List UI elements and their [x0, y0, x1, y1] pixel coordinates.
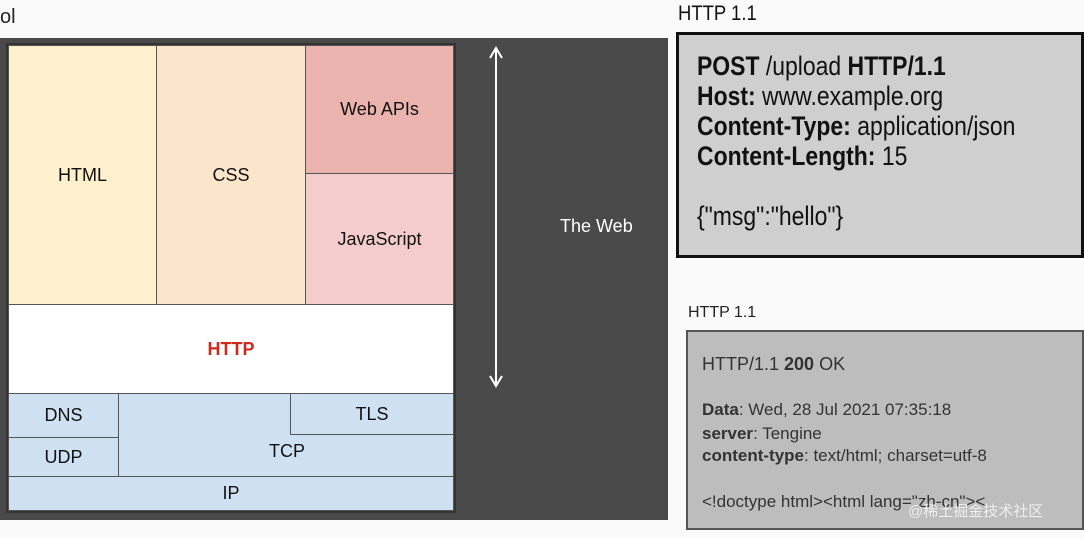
response-title: HTTP 1.1 — [688, 304, 757, 321]
content-length-header: Content-Length: 15 — [697, 141, 908, 171]
html-layer: HTML — [8, 45, 157, 305]
request-line: POST /upload HTTP/1.1 — [697, 51, 946, 81]
javascript-layer: JavaScript — [305, 173, 454, 305]
the-web-label: The Web — [560, 216, 633, 236]
css-layer: CSS — [156, 45, 306, 305]
ip-layer: IP — [8, 476, 454, 511]
request-title: HTTP 1.1 — [678, 2, 757, 25]
protocol-stack-diagram: HTML CSS Web APIs JavaScript HTTP DNS UD… — [6, 43, 456, 513]
content-type-header: content-type: text/html; charset=utf-8 — [702, 446, 987, 465]
response-body: <!doctype html><html lang="zh-cn">< — [702, 492, 986, 511]
tls-layer: TLS — [290, 393, 454, 435]
date-header: Data: Wed, 28 Jul 2021 07:35:18 — [702, 400, 952, 419]
request-body: {"msg":"hello"} — [697, 201, 844, 231]
web-span-arrow — [489, 46, 503, 388]
http-request-box: POST /upload HTTP/1.1 Host: www.example.… — [676, 32, 1084, 258]
http-layer: HTTP — [8, 304, 454, 394]
watermark: @稀土掘金技术社区 — [908, 503, 1044, 520]
content-type-header: Content-Type: application/json — [697, 111, 1016, 141]
tcp-label: TCP — [269, 441, 305, 461]
server-header: server: Tengine — [702, 424, 822, 443]
top-left-fragment: ol — [0, 6, 16, 28]
host-header: Host: www.example.org — [697, 81, 944, 111]
dns-layer: DNS — [8, 393, 119, 438]
status-line: HTTP/1.1 200 OK — [702, 354, 846, 374]
http-response-box: HTTP/1.1 200 OK Data: Wed, 28 Jul 2021 0… — [686, 330, 1084, 530]
udp-layer: UDP — [8, 437, 119, 477]
web-apis-layer: Web APIs — [305, 45, 454, 174]
